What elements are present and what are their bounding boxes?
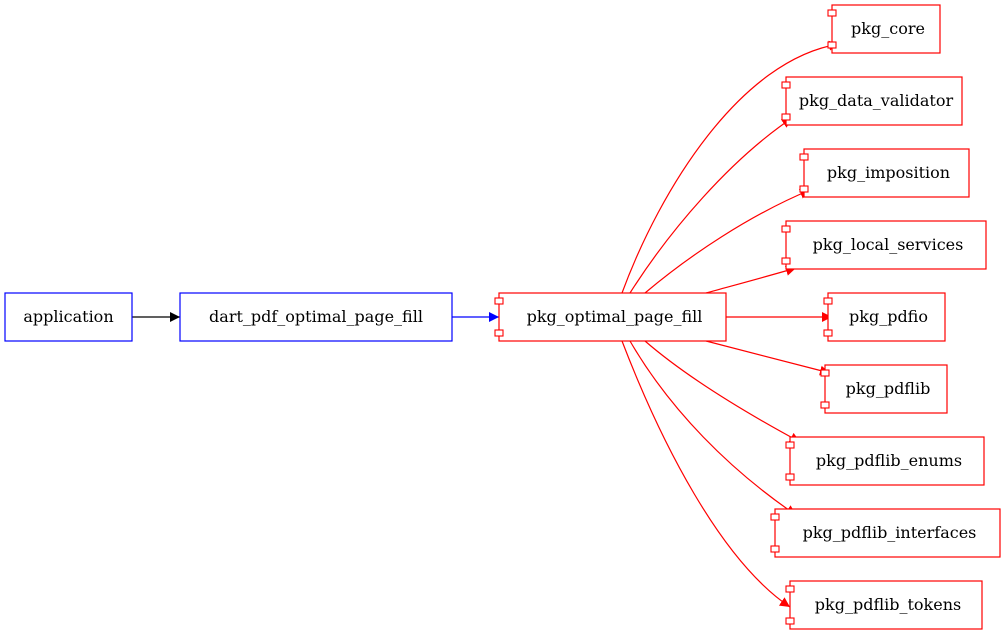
component-tab-bottom-icon [799, 185, 809, 193]
node-box [4, 292, 133, 342]
component-tab-bottom-icon [781, 257, 791, 265]
node-pkg_optimal_page_fill[interactable]: pkg_optimal_page_fill [494, 292, 727, 342]
component-tab-bottom-icon [781, 113, 791, 121]
edges-layer [132, 40, 840, 608]
component-tab-bottom-icon [785, 473, 795, 481]
component-tab-top-icon [785, 585, 795, 593]
edge-pkg_optimal_page_fill-to-pkg_pdflib_interfaces [629, 340, 797, 516]
node-pkg_pdflib_enums[interactable]: pkg_pdflib_enums [785, 436, 985, 486]
node-label: pkg_pdflib_enums [816, 451, 962, 470]
node-label: dart_pdf_optimal_page_fill [209, 307, 423, 326]
component-tab-bottom-icon [770, 545, 780, 553]
node-box [179, 292, 453, 342]
node-label: pkg_pdfio [849, 307, 928, 326]
edge-pkg_optimal_page_fill-to-pkg_imposition [644, 189, 811, 294]
component-tab-top-icon [770, 513, 780, 521]
node-box [831, 4, 941, 54]
node-pkg_data_validator[interactable]: pkg_data_validator [781, 76, 963, 126]
node-pkg_pdflib_interfaces[interactable]: pkg_pdflib_interfaces [770, 508, 1001, 558]
node-pkg_imposition[interactable]: pkg_imposition [799, 148, 970, 198]
edge-pkg_optimal_page_fill-to-pkg_core [621, 40, 840, 294]
node-label: pkg_optimal_page_fill [527, 307, 703, 326]
node-dart_pdf_optimal_page_fill[interactable]: dart_pdf_optimal_page_fill [179, 292, 453, 342]
component-tab-top-icon [781, 225, 791, 233]
component-tab-bottom-icon [827, 41, 837, 49]
component-tab-top-icon [781, 81, 791, 89]
node-box [827, 292, 946, 342]
edge-pkg_optimal_page_fill-to-pkg_data_validator [629, 117, 793, 294]
node-box [789, 436, 985, 486]
component-tab-bottom-icon [823, 329, 833, 337]
node-label: pkg_pdflib [846, 379, 931, 398]
node-label: application [23, 307, 113, 326]
node-pkg_pdfio[interactable]: pkg_pdfio [823, 292, 946, 342]
node-label: pkg_pdflib_interfaces [803, 523, 977, 542]
node-pkg_pdflib[interactable]: pkg_pdflib [820, 364, 948, 414]
node-box [785, 220, 987, 270]
node-label: pkg_imposition [827, 163, 950, 182]
node-box [498, 292, 727, 342]
component-tab-top-icon [820, 369, 830, 377]
component-tab-top-icon [827, 9, 837, 17]
component-tab-top-icon [799, 153, 809, 161]
component-tab-top-icon [494, 297, 504, 305]
node-box [824, 364, 948, 414]
node-box [774, 508, 1001, 558]
node-pkg_core[interactable]: pkg_core [827, 4, 941, 54]
node-box [803, 148, 970, 198]
node-box [789, 580, 983, 630]
component-tab-top-icon [823, 297, 833, 305]
edge-pkg_optimal_page_fill-to-pkg_local_services [705, 265, 797, 294]
component-tab-bottom-icon [785, 617, 795, 625]
node-label: pkg_local_services [813, 235, 964, 254]
node-label: pkg_core [851, 19, 925, 38]
component-tab-top-icon [785, 441, 795, 449]
node-application[interactable]: application [4, 292, 133, 342]
edge-pkg_optimal_page_fill-to-pkg_pdflib [705, 340, 831, 376]
component-tab-bottom-icon [820, 401, 830, 409]
node-pkg_local_services[interactable]: pkg_local_services [781, 220, 987, 270]
node-box [785, 76, 963, 126]
component-tab-bottom-icon [494, 329, 504, 337]
node-pkg_pdflib_tokens[interactable]: pkg_pdflib_tokens [785, 580, 983, 630]
node-label: pkg_data_validator [799, 91, 954, 110]
node-label: pkg_pdflib_tokens [815, 595, 961, 614]
edge-pkg_optimal_page_fill-to-pkg_pdflib_enums [644, 340, 801, 443]
edge-pkg_optimal_page_fill-to-pkg_pdflib_tokens [621, 340, 791, 608]
